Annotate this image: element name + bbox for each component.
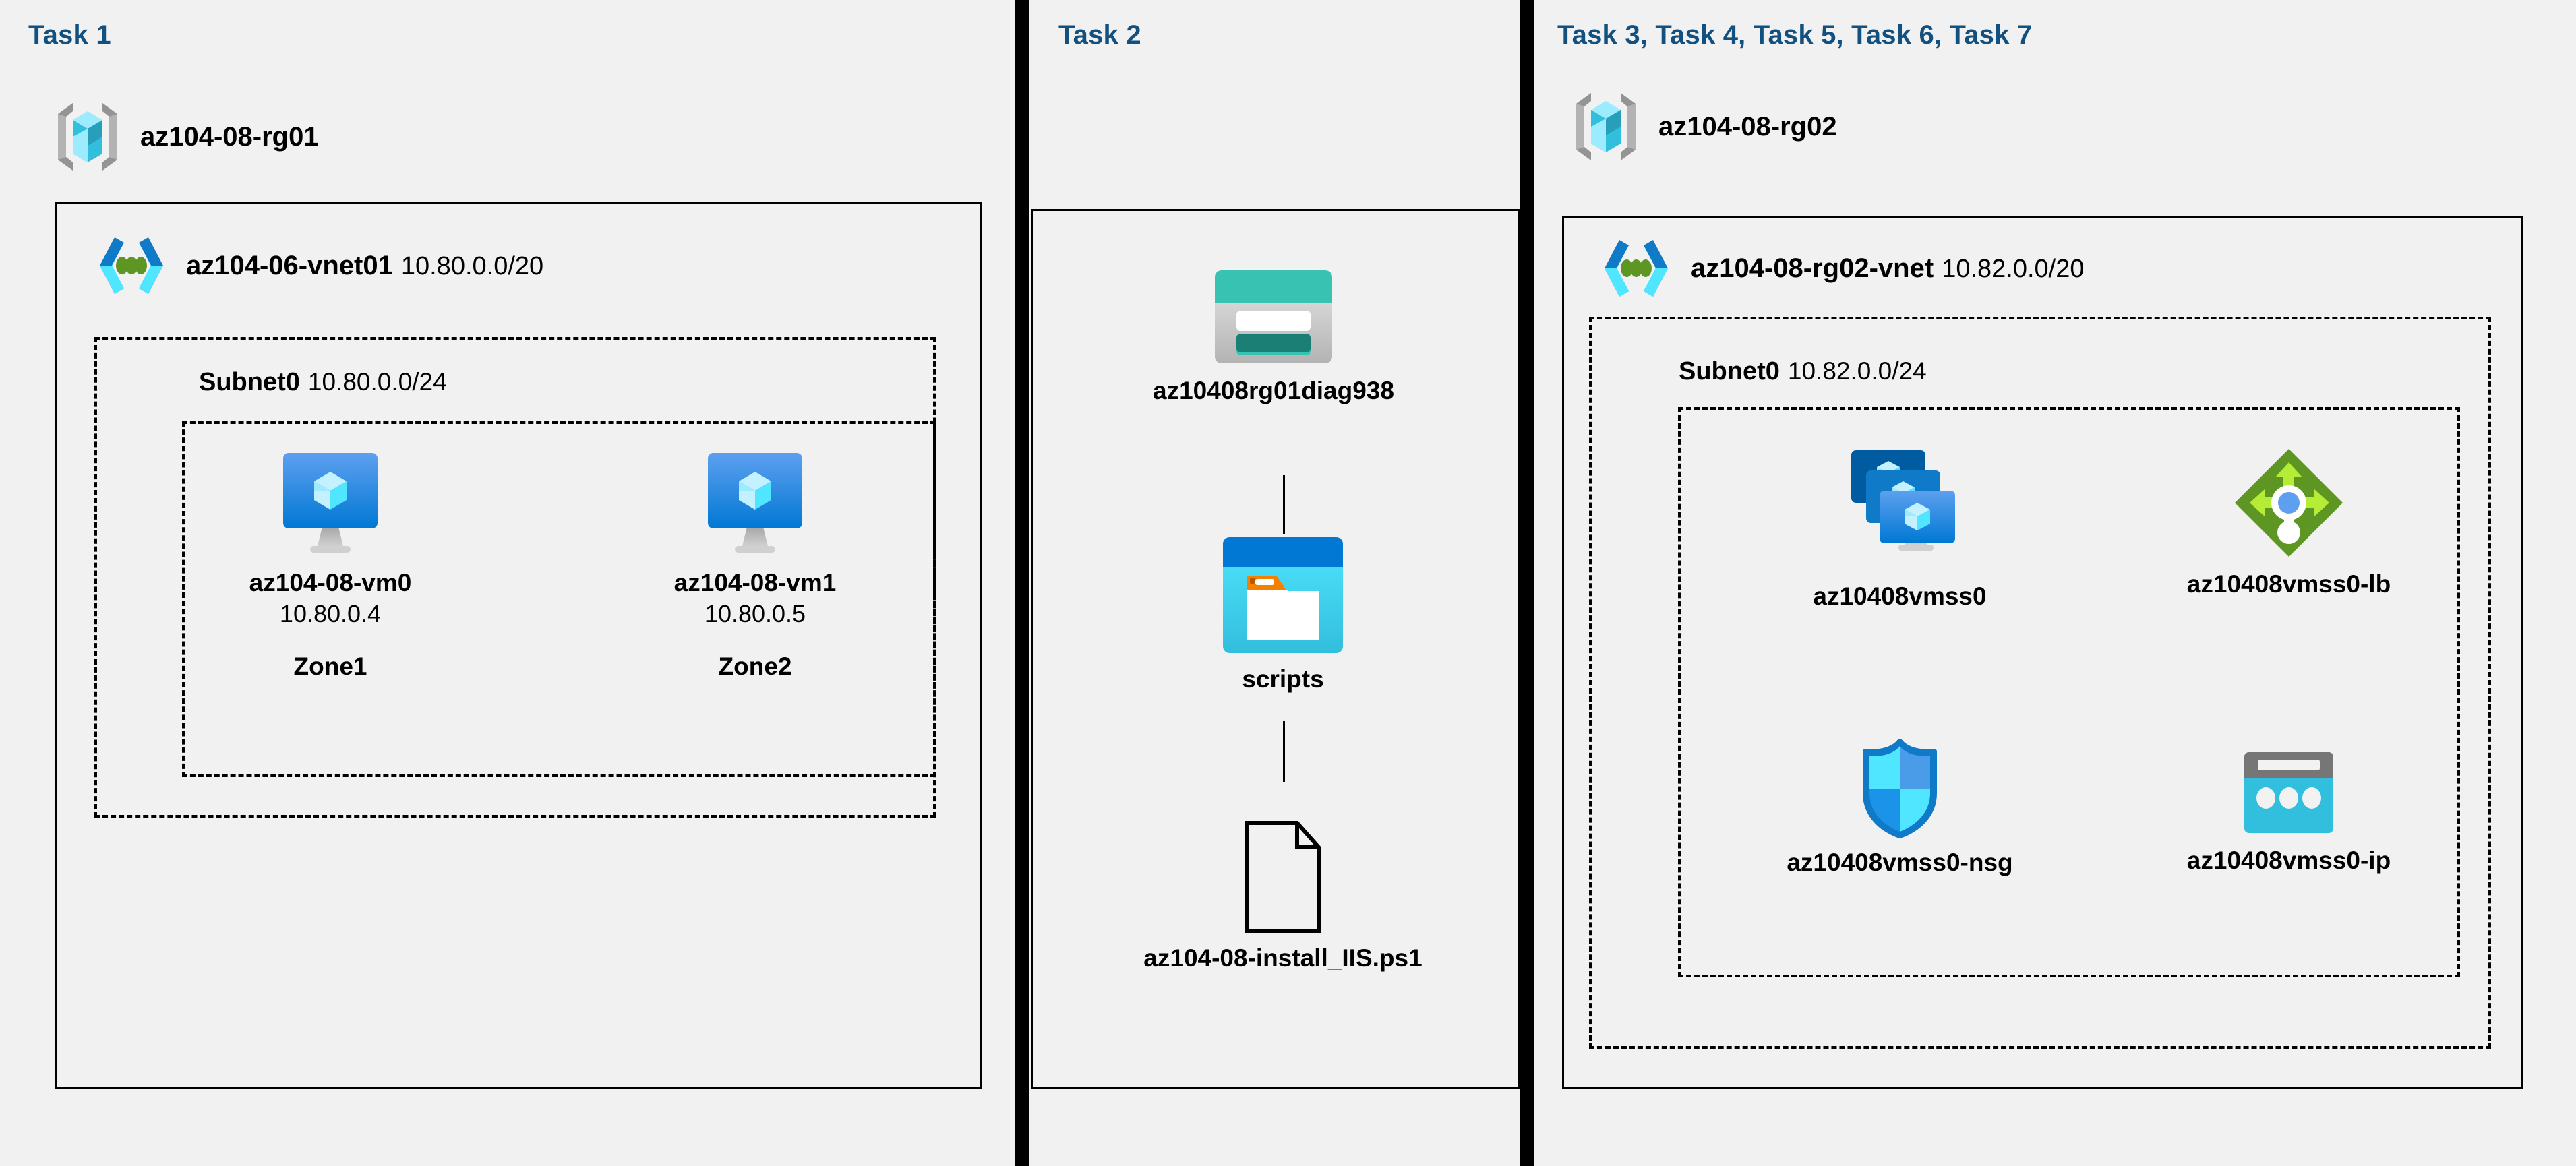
vm-ip: 10.80.0.4 xyxy=(279,600,382,627)
vm-name: az104-08-vm1 xyxy=(673,569,837,596)
script-file-node[interactable]: az104-08-install_IIS.ps1 xyxy=(1062,819,1503,973)
vm-ip: 10.80.0.5 xyxy=(704,600,806,627)
connector-container-to-script xyxy=(1283,721,1285,782)
vnet-box-col3 xyxy=(1562,216,2523,1089)
vm-name: az104-08-vm0 xyxy=(249,569,412,596)
vm-node-az104-08-vm0[interactable]: az104-08-vm0 10.80.0.4 Zone1 xyxy=(249,452,411,681)
subnet-cidr-col3: 10.82.0.0/24 xyxy=(1787,357,1927,385)
load-balancer-node[interactable]: az10408vmss0-lb xyxy=(2140,445,2437,599)
resource-group-name: az104-08-rg01 xyxy=(140,121,319,152)
vnet-name-col3: az104-08-rg02-vnet xyxy=(1691,253,1934,283)
blob-container-icon xyxy=(1220,534,1346,656)
public-ip-node[interactable]: az10408vmss0-ip xyxy=(2140,748,2437,875)
resource-group-header-rg02: az104-08-rg02 xyxy=(1571,88,1837,166)
subnet-box-col3 xyxy=(1589,317,2491,1049)
nsg-node[interactable]: az10408vmss0-nsg xyxy=(1765,738,2035,877)
resource-group-name: az104-08-rg02 xyxy=(1658,111,1837,142)
vm-scale-set-icon xyxy=(1832,445,1967,573)
vnet-cidr-col1: 10.80.0.0/20 xyxy=(400,251,544,280)
vnet-header-col3: az104-08-rg02-vnet 10.82.0.0/20 xyxy=(1599,237,2085,299)
vnet-box-col1 xyxy=(55,202,982,1089)
vnet-cidr-col3: 10.82.0.0/20 xyxy=(1942,254,2085,283)
vnet-name-col1: az104-06-vnet01 xyxy=(186,250,393,280)
storage-account-bar-dark xyxy=(1236,334,1311,352)
resource-group-inner-box-col3 xyxy=(1678,407,2460,977)
resource-group-icon xyxy=(1571,88,1641,166)
vm-zone: Zone1 xyxy=(293,652,367,680)
subnet-name-col3: Subnet0 xyxy=(1679,357,1780,386)
virtual-machine-icon xyxy=(280,452,380,559)
vm-node-az104-08-vm1[interactable]: az104-08-vm1 10.80.0.5 Zone2 xyxy=(674,452,836,681)
load-balancer-icon xyxy=(2231,445,2347,561)
subnet-cidr-col1: 10.80.0.0/24 xyxy=(307,368,447,396)
vmss-node[interactable]: az10408vmss0 xyxy=(1765,445,2035,611)
script-file-name: az104-08-install_IIS.ps1 xyxy=(1143,944,1422,972)
public-ip-address-icon xyxy=(2240,748,2337,837)
public-ip-name: az10408vmss0-ip xyxy=(2186,847,2391,874)
column-divider-1 xyxy=(1015,0,1029,1166)
resource-group-icon xyxy=(53,98,123,176)
subnet-name-col1: Subnet0 xyxy=(199,368,300,396)
vm-zone: Zone2 xyxy=(718,652,792,680)
network-security-group-icon xyxy=(1857,738,1942,839)
column-divider-2 xyxy=(1520,0,1534,1166)
task-title-2: Task 2 xyxy=(1058,20,1141,50)
storage-account-name: az10408rg01diag938 xyxy=(1153,377,1394,404)
vmss-name: az10408vmss0 xyxy=(1813,582,1987,610)
storage-scope-box-col2 xyxy=(1031,209,1520,1089)
resource-group-header-rg01: az104-08-rg01 xyxy=(53,98,319,176)
script-file-icon xyxy=(1239,819,1327,935)
blob-container-name: scripts xyxy=(1242,665,1324,693)
nsg-name: az10408vmss0-nsg xyxy=(1787,849,2013,876)
availability-zone-box-col1 xyxy=(182,421,936,777)
virtual-network-icon xyxy=(94,235,169,297)
load-balancer-name: az10408vmss0-lb xyxy=(2186,570,2391,598)
virtual-machine-icon xyxy=(705,452,805,559)
virtual-network-icon xyxy=(1599,237,1673,299)
connector-storage-to-container xyxy=(1283,475,1285,534)
task-title-3: Task 3, Task 4, Task 5, Task 6, Task 7 xyxy=(1557,20,2033,50)
blob-container-node[interactable]: scripts xyxy=(1160,534,1406,694)
task-title-1: Task 1 xyxy=(28,20,111,50)
